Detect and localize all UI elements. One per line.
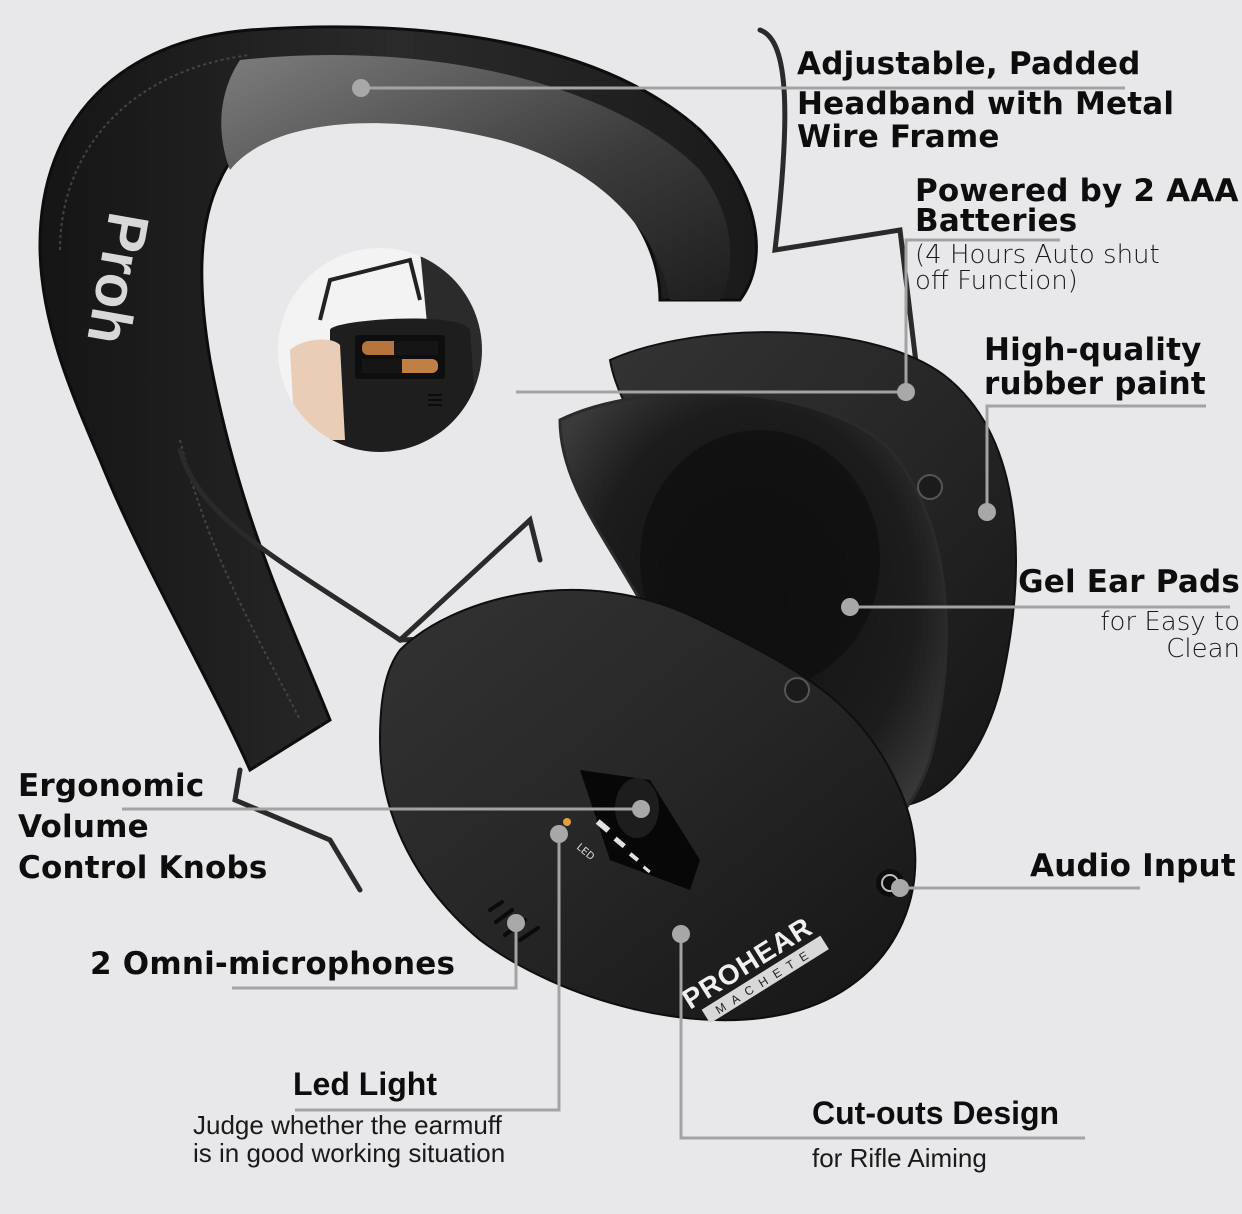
callout-headband: Adjustable, Padded Headband with Metal W…: [797, 48, 1174, 154]
callout-title: Led Light: [293, 1066, 437, 1102]
callout-title: Batteries: [915, 203, 1078, 239]
callout-title: Wire Frame: [797, 119, 1000, 155]
callout-subtitle: (4 Hours Auto shut: [915, 240, 1160, 270]
callout-cut-outs: Cut-outs Design for Rifle Aiming: [812, 1095, 1059, 1172]
callout-subtitle: Judge whether the earmuff: [193, 1110, 502, 1140]
callout-title: Control Knobs: [18, 850, 268, 886]
callout-title: Volume: [18, 809, 149, 845]
callout-subtitle: for Easy to: [1100, 607, 1240, 637]
callout-subtitle: Clean: [1166, 634, 1240, 664]
callout-title: Adjustable, Padded: [797, 46, 1141, 82]
callout-subtitle: is in good working situation: [193, 1138, 506, 1168]
callout-batteries: Powered by 2 AAA Batteries (4 Hours Auto…: [915, 173, 1239, 296]
callout-title: rubber paint: [984, 366, 1206, 402]
callout-subtitle: off Function): [915, 266, 1078, 296]
callout-audio-input: Audio Input: [1030, 850, 1236, 883]
callout-microphones: 2 Omni-microphones: [90, 948, 455, 981]
callout-volume-knobs: Ergonomic Volume Control Knobs: [18, 766, 268, 889]
callout-gel-ear-pads: Gel Ear Pads for Easy to Clean: [1018, 566, 1240, 663]
callout-title: 2 Omni-microphones: [90, 946, 456, 982]
battery-inset: [278, 248, 482, 452]
callout-subtitle: for Rifle Aiming: [812, 1143, 987, 1173]
callout-title: Audio Input: [1030, 848, 1236, 884]
callout-title: Cut-outs Design: [812, 1095, 1060, 1131]
callout-title: High-quality: [984, 332, 1202, 368]
callout-title: Headband with Metal: [797, 86, 1175, 122]
volume-knob: [615, 778, 659, 838]
callout-title: Gel Ear Pads: [1018, 564, 1240, 600]
callout-title: Ergonomic: [18, 768, 205, 804]
callout-title: Powered by 2 AAA: [915, 173, 1239, 209]
led-indicator: [563, 818, 571, 826]
callout-rubber-paint: High-quality rubber paint: [984, 333, 1206, 401]
callout-led-light: Led Light Judge whether the earmuff is i…: [193, 1066, 505, 1167]
headband: Proh: [38, 25, 758, 773]
